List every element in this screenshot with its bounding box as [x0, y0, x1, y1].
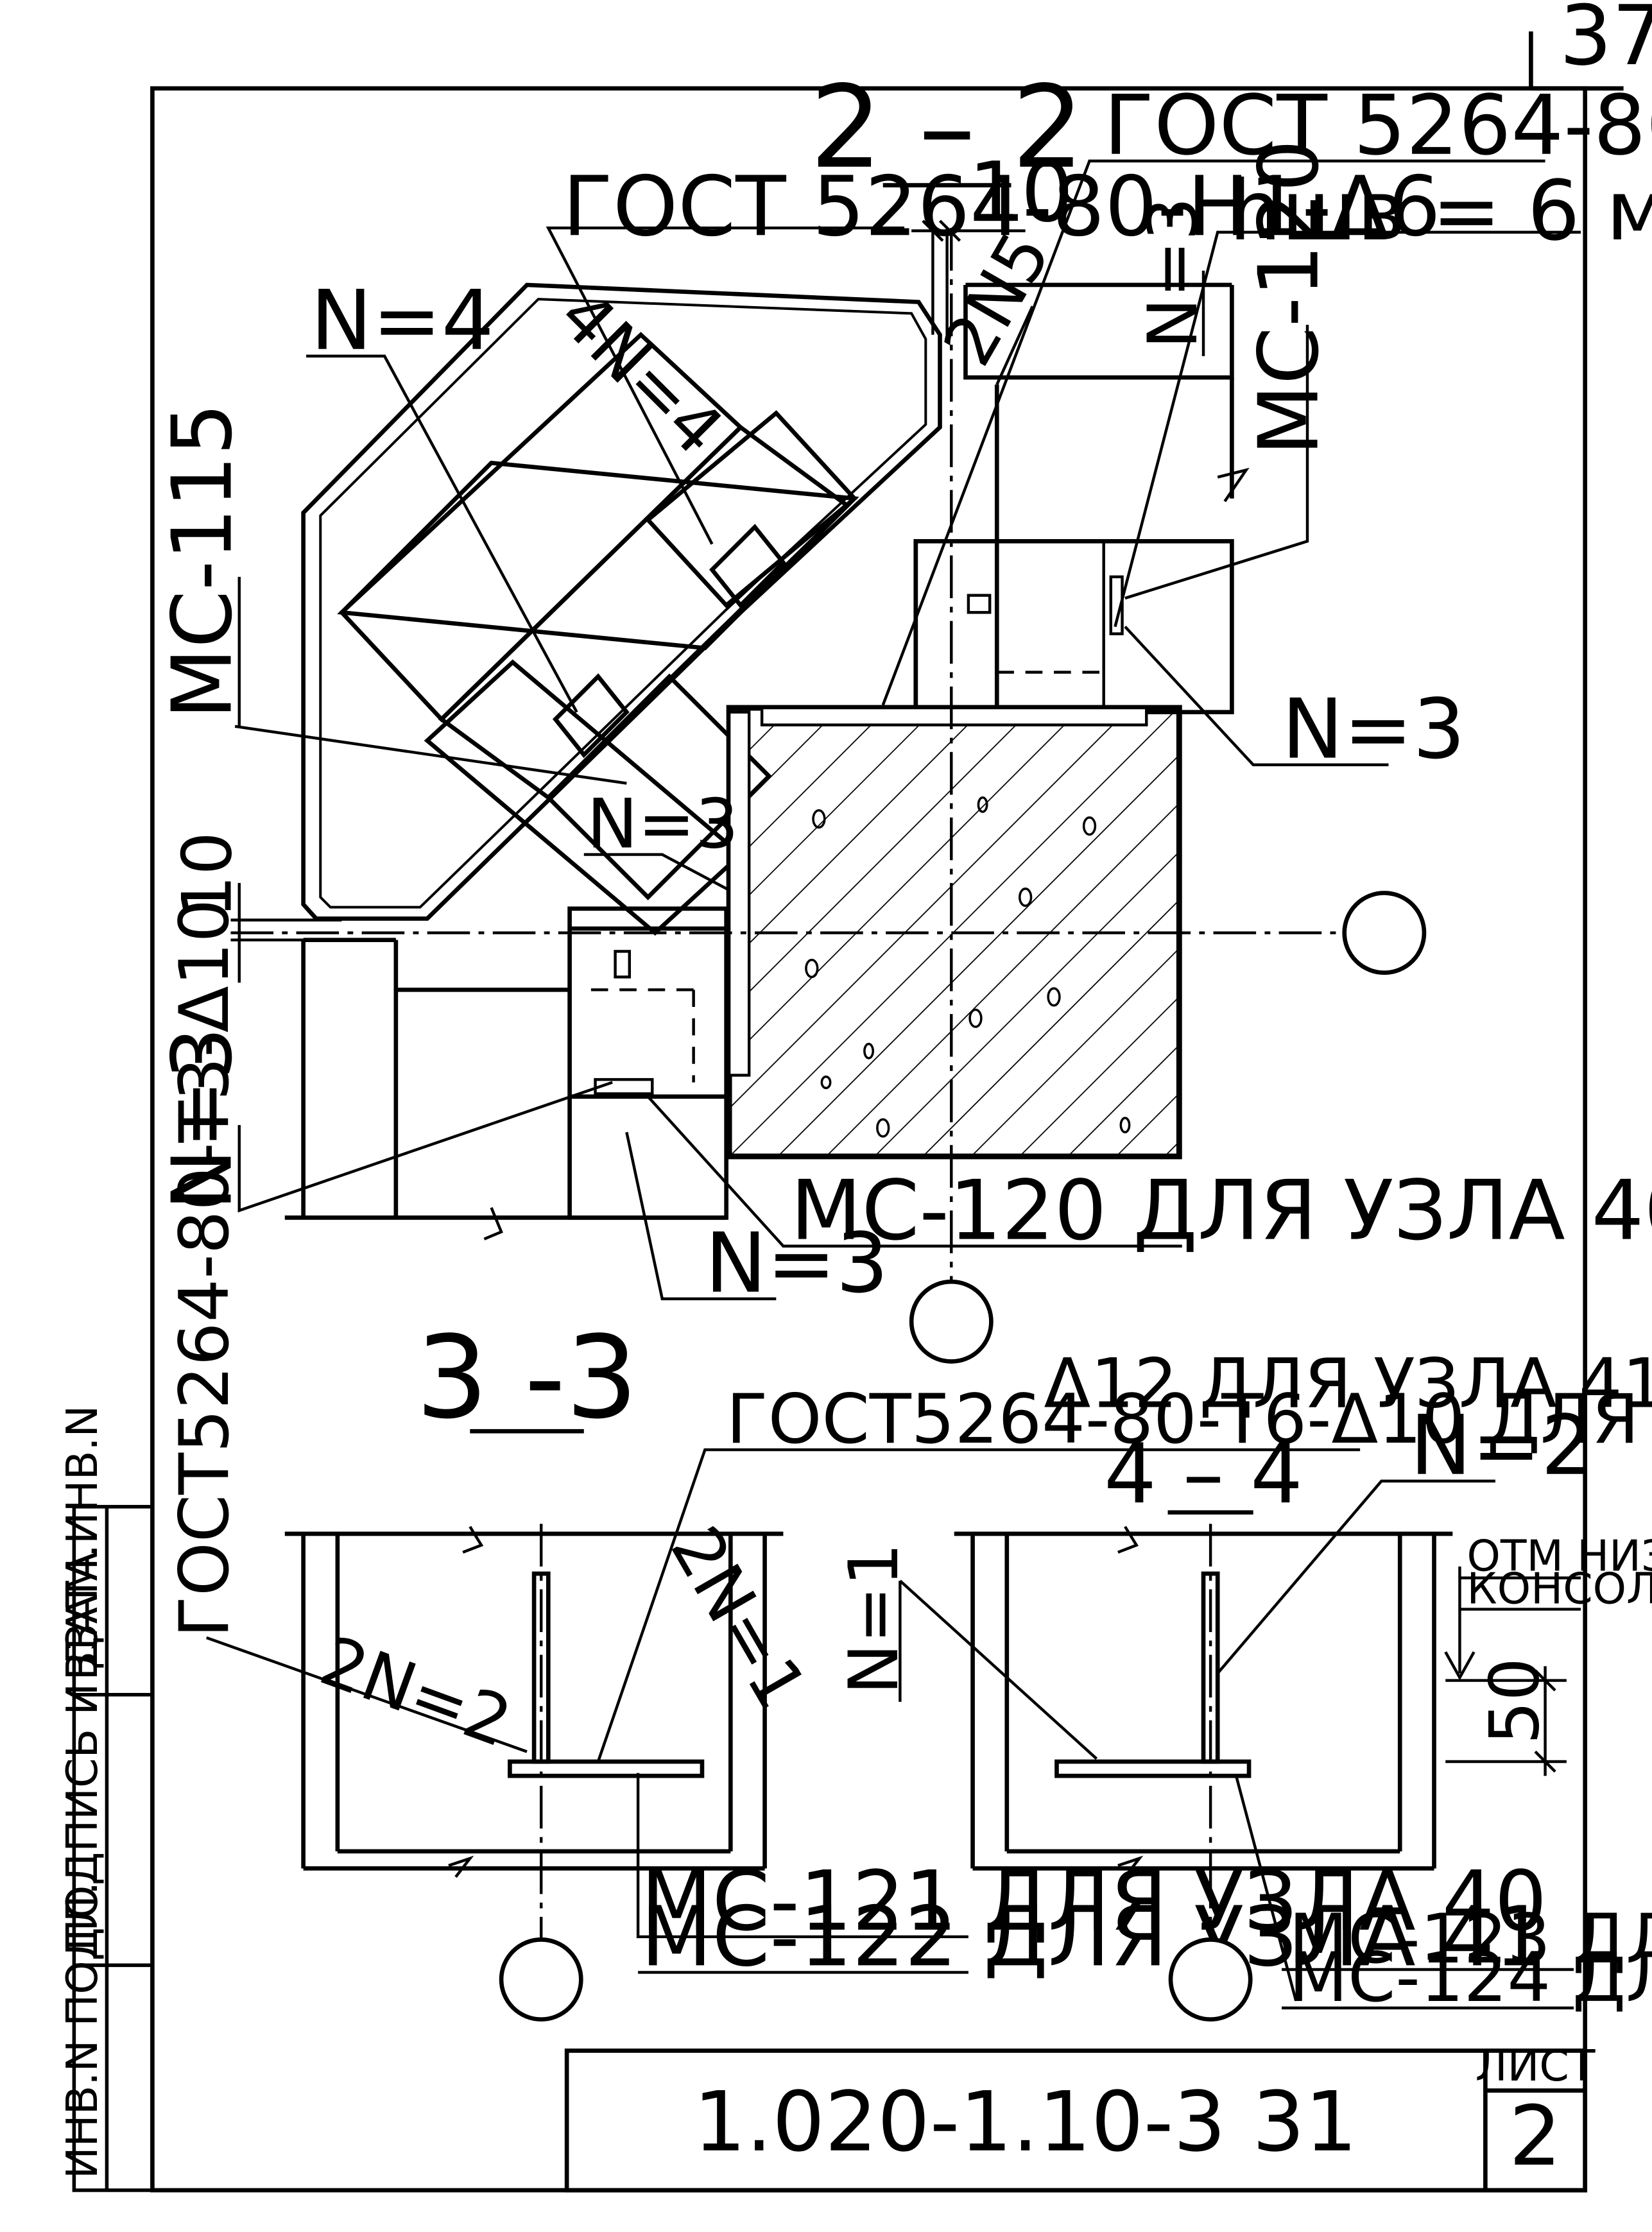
center-lines	[230, 228, 1346, 1282]
otm-label-1: ОТМ НИЗА	[1467, 1531, 1652, 1581]
dim-10-top: 10	[968, 145, 1074, 241]
console-4-4	[954, 1525, 1453, 1878]
page-number: 37	[1560, 0, 1652, 84]
mc123-label: МС-123 ДЛЯ УЗЛА 40	[1289, 1900, 1652, 1979]
mc115-label: МС-115	[155, 403, 250, 719]
gost-t6-label: ГОСТ5264-80-Т6-Δ10 ДЛЯ УЗЛА 40	[727, 1380, 1652, 1459]
section-4-4-title: 4 – 4	[1104, 1427, 1303, 1522]
no3-bottom-label: N=3	[705, 1216, 888, 1312]
sheet-label: ЛИСТ	[1476, 2041, 1596, 2091]
no3-weld-label: N=3	[587, 784, 739, 864]
section-2-2-title: 2 – 2	[810, 61, 1084, 194]
note-d12-label: Δ12 ДЛЯ УЗЛА 41	[1044, 1344, 1652, 1423]
drawing-code: 1.020-1.10-3 31	[693, 2075, 1357, 2170]
stamp-replace-inv: ВЗАМ.ИНВ.N	[57, 1405, 107, 1681]
otm-label-2: КОНСОЛИ	[1467, 1564, 1652, 1614]
leader-lines-4-4	[899, 1479, 1574, 2010]
mc120-vertical-label: МС-120	[1242, 139, 1338, 456]
no1-label: N=1	[834, 1543, 914, 1695]
section-2-2: 2 – 2	[155, 61, 1652, 1364]
gost-t3-label: ГОСТ5264-80-Т3-Δ10	[165, 899, 245, 1638]
mc124-label: МС-124 ДЛЯ УЗЛА 41	[1289, 1938, 1652, 2018]
axis-bubble-4-4	[1168, 1937, 1253, 2022]
leader-lines-3-3	[206, 1448, 1361, 1974]
no2-label: N=2	[1410, 1398, 1594, 1494]
no3-top-label: N=3	[1133, 197, 1213, 349]
mc120-node40-label: МС-120 ДЛЯ УЗЛА 40	[791, 1163, 1652, 1259]
dimension-10-left	[230, 882, 342, 983]
section-3-3-title: 3 -3	[416, 1311, 638, 1444]
elevation-marker	[1444, 1567, 1581, 1776]
dim-50-label: 50	[1475, 1658, 1554, 1745]
weld-spec-label: hшв = 6 мм ℓшв =30мм	[1229, 164, 1652, 259]
gost-t1-label: ГОСТ 5264-80-Т1-Δ6-30	[1104, 78, 1652, 174]
stamp-sign-date: ПОДПИСЬ И ДАТА	[57, 1552, 107, 1951]
no3-right-label: N=3	[1282, 682, 1465, 778]
2no2-label: 2N=2	[311, 1621, 521, 1763]
upper-console	[913, 539, 1234, 714]
title-block	[564, 2048, 1588, 2193]
dim-10-left: 10	[168, 832, 247, 919]
2no1-label: 2N=1	[655, 1514, 822, 1723]
no4-label: N=4	[311, 273, 494, 369]
section-4-4: 4 – 4 ОТМ НИЗА	[834, 1398, 1652, 2022]
axis-bubble-bottom	[909, 1279, 994, 1364]
side-stamp	[72, 1505, 155, 2192]
no3-left-label: N=3	[155, 1027, 250, 1210]
gost-n1-label: ГОСТ 5264-80-Н1-Δ6	[562, 159, 1440, 255]
leader-lines	[234, 159, 1581, 1301]
lower-console	[284, 906, 729, 1240]
console-3-3	[284, 1525, 784, 1878]
rotated-bracket-outline	[301, 282, 942, 921]
stamp-inv-orig: ИНВ.N ПОДЛ.	[57, 1882, 107, 2179]
axis-bubble-right	[1342, 891, 1427, 975]
axis-bubble-3-3	[499, 1937, 583, 2022]
sheet-number: 2	[1509, 2089, 1562, 2185]
column-section	[726, 705, 1182, 1160]
dimension-10-top	[911, 219, 1026, 335]
